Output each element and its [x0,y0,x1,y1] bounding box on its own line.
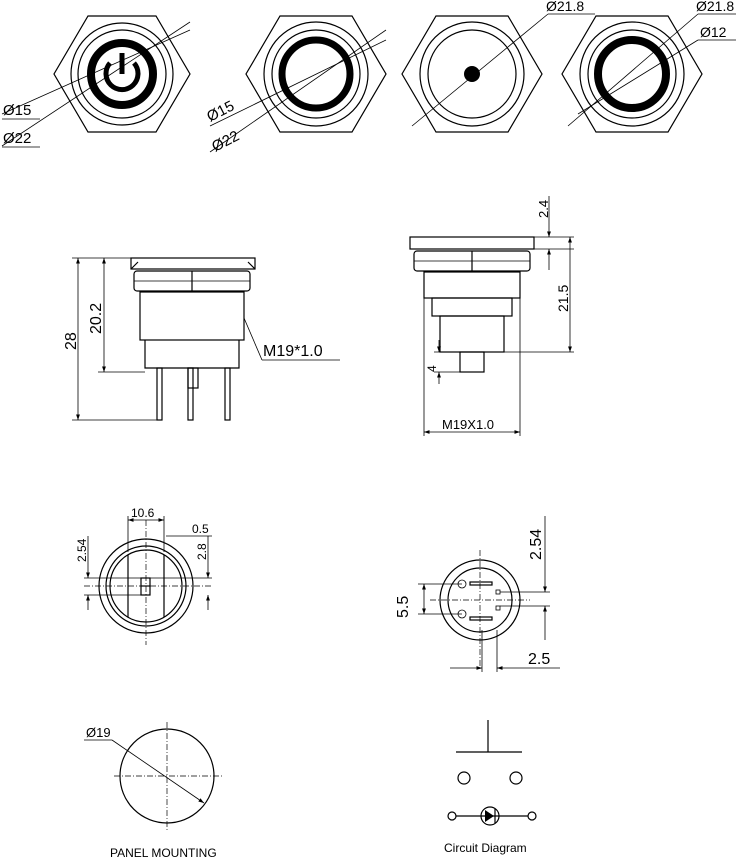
top-view-power-symbol: Ø22 Ø15 [1,15,191,148]
dim-label-pin-height: 4 [425,365,439,372]
dim-label-dia22: Ø22 [209,128,242,156]
dim-label-pitch-a: 2.54 [75,538,89,562]
top-view-dot: Ø21.8 [401,0,595,133]
panel-mounting: Ø19 PANEL MOUNTING [84,722,222,859]
dim-label-width: 10.6 [131,506,155,520]
dim-label-body-height: 20.2 [88,303,105,334]
panel-mounting-caption: PANEL MOUNTING [110,846,217,859]
circuit-diagram: Circuit Diagram [444,720,537,855]
dim-label-pitch-v: 2.54 [528,529,545,560]
dim-label-pitch-b: 2.8 [195,543,209,560]
circuit-caption: Circuit Diagram [444,841,527,855]
dim-label-dia15: Ø15 [204,98,237,126]
dim-label-dia21-8: Ø21.8 [546,0,584,14]
bottom-view-right: 5.5 2.54 2.5 [395,516,560,672]
terminal-pins [156,367,231,421]
dim-label-thread: M19X1.0 [442,417,494,432]
bottom-view-left: 10.6 0.5 2.54 2.8 [75,506,212,645]
dim-label-spacing: 5.5 [395,596,412,618]
side-view-left: 28 20.2 M19*1.0 [63,257,340,421]
power-icon [103,53,141,93]
thread-body [139,291,245,341]
dim-label-head-height: 2.4 [536,200,551,218]
top-view-ring-12: Ø21.8 Ø12 [561,0,736,133]
dim-label-dia22: Ø22 [3,130,31,147]
dim-label-dia15: Ø15 [3,102,31,119]
dim-label-gap: 0.5 [192,522,209,536]
dim-label-dia12: Ø12 [700,24,727,40]
dim-label-panel-diameter: Ø19 [86,725,111,740]
dim-label-body-height: 21.5 [555,285,571,312]
side-view-right: 2.4 21.5 4 M19X1.0 [409,196,574,436]
top-view-ring-15: Ø15 Ø22 [204,15,387,156]
dim-label-total-height: 28 [63,332,80,350]
dim-label-thread: M19*1.0 [263,343,323,360]
dim-label-pitch-h: 2.5 [528,651,550,668]
led-icon [480,806,500,826]
dim-label-dia21-8: Ø21.8 [696,0,734,14]
